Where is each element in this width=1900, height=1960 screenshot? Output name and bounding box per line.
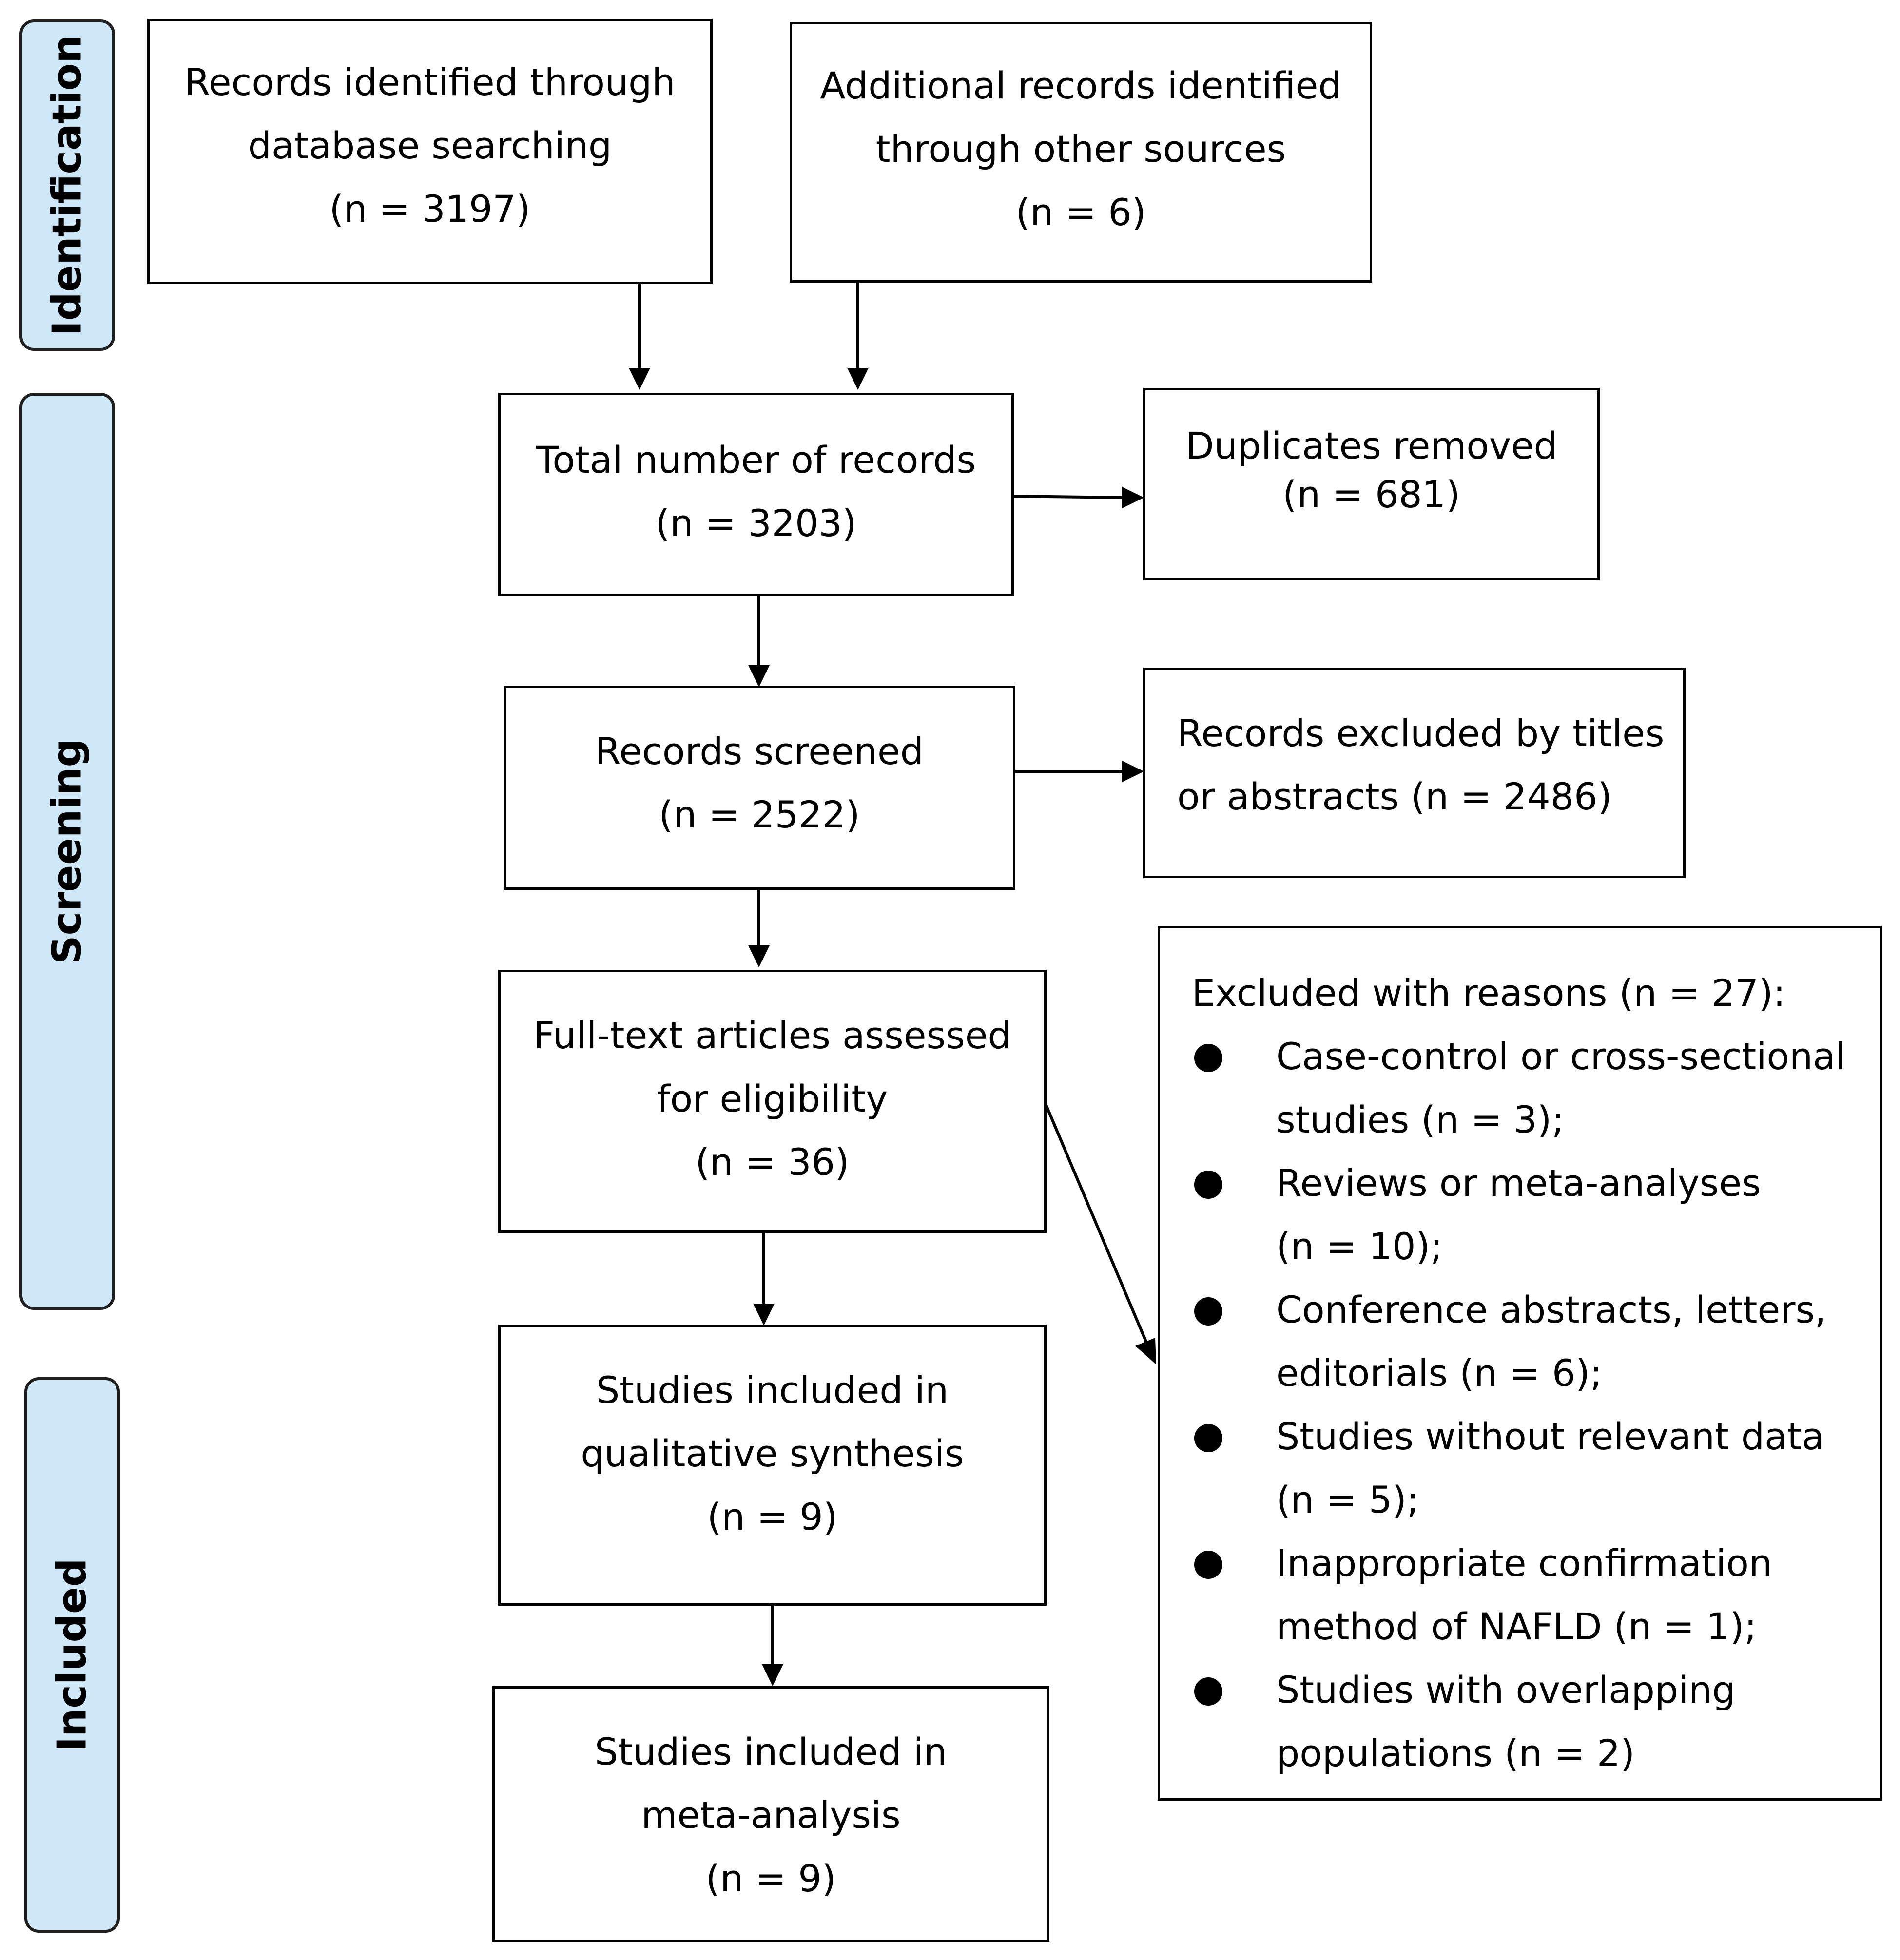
bullet-icon bbox=[1194, 1171, 1222, 1199]
box-other-sources: Additional records identified through ot… bbox=[790, 22, 1372, 283]
database-line1: Records identified through bbox=[184, 60, 676, 104]
meta-line1: Studies included in bbox=[594, 1730, 948, 1773]
box-meta-analysis: Studies included in meta-analysis (n = 9… bbox=[492, 1686, 1049, 1942]
box-records-screened: Records screened (n = 2522) bbox=[504, 686, 1015, 890]
reason-2-line2: (n = 10); bbox=[1276, 1225, 1443, 1268]
duplicates-line1: Duplicates removed bbox=[1185, 424, 1557, 467]
box-total-records: Total number of records (n = 3203) bbox=[498, 393, 1014, 596]
reason-1-line1: Case-control or cross-sectional bbox=[1276, 1035, 1846, 1078]
total-count: (n = 3203) bbox=[655, 501, 857, 545]
other-count: (n = 6) bbox=[1015, 191, 1146, 234]
reason-4-line2: (n = 5); bbox=[1276, 1478, 1419, 1521]
meta-line2: meta-analysis bbox=[641, 1793, 901, 1837]
screened-line1: Records screened bbox=[595, 730, 924, 773]
excluded-titles-line1: Records excluded by titles bbox=[1177, 711, 1665, 755]
screened-count: (n = 2522) bbox=[659, 793, 860, 836]
bullet-icon bbox=[1194, 1044, 1222, 1072]
reason-1-line2: studies (n = 3); bbox=[1276, 1098, 1564, 1141]
fulltext-count: (n = 36) bbox=[695, 1140, 850, 1184]
reason-6-line2: populations (n = 2) bbox=[1276, 1731, 1635, 1775]
arrow-total-to-duplicates bbox=[1013, 495, 1123, 499]
stage-screening: Screening bbox=[19, 393, 115, 1310]
bullet-icon bbox=[1194, 1551, 1222, 1579]
excluded-titles-line2: or abstracts (n = 2486) bbox=[1177, 775, 1612, 818]
box-database-records: Records identified through database sear… bbox=[147, 19, 713, 284]
total-line1: Total number of records bbox=[536, 438, 976, 481]
box-excluded-titles: Records excluded by titles or abstracts … bbox=[1143, 668, 1686, 878]
stage-included: Included bbox=[24, 1377, 120, 1933]
reason-5-line1: Inappropriate confirmation bbox=[1276, 1541, 1773, 1585]
reason-5-line2: method of NAFLD (n = 1); bbox=[1276, 1605, 1757, 1648]
bullet-icon bbox=[1194, 1297, 1222, 1326]
fulltext-line2: for eligibility bbox=[657, 1077, 888, 1120]
box-fulltext-assessed: Full-text articles assessed for eligibil… bbox=[498, 970, 1047, 1233]
qualitative-count: (n = 9) bbox=[707, 1495, 838, 1538]
fulltext-line1: Full-text articles assessed bbox=[533, 1014, 1011, 1057]
reason-2-line1: Reviews or meta-analyses bbox=[1276, 1161, 1761, 1205]
other-line1: Additional records identified bbox=[820, 64, 1342, 107]
bullet-icon bbox=[1194, 1424, 1222, 1452]
box-excluded-reasons: Excluded with reasons (n = 27): Case-con… bbox=[1158, 926, 1882, 1801]
qualitative-line1: Studies included in bbox=[596, 1368, 949, 1412]
stage-identification: Identification bbox=[19, 19, 115, 351]
duplicates-count: (n = 681) bbox=[1282, 473, 1460, 516]
box-qualitative-synthesis: Studies included in qualitative synthesi… bbox=[498, 1325, 1047, 1606]
database-line2: database searching bbox=[248, 124, 612, 167]
arrow-fulltext-to-reasons bbox=[1044, 1103, 1148, 1344]
reason-6-line1: Studies with overlapping bbox=[1276, 1668, 1736, 1711]
excluded-reasons-title: Excluded with reasons (n = 27): bbox=[1192, 971, 1786, 1015]
bullet-icon bbox=[1194, 1677, 1222, 1706]
reason-4-line1: Studies without relevant data bbox=[1276, 1415, 1825, 1458]
other-line2: through other sources bbox=[875, 127, 1286, 171]
reason-3-line2: editorials (n = 6); bbox=[1276, 1351, 1603, 1395]
qualitative-line2: qualitative synthesis bbox=[581, 1432, 964, 1475]
database-count: (n = 3197) bbox=[329, 187, 531, 231]
meta-count: (n = 9) bbox=[705, 1857, 836, 1900]
reason-3-line1: Conference abstracts, letters, bbox=[1276, 1288, 1827, 1331]
box-duplicates-removed: Duplicates removed (n = 681) bbox=[1143, 388, 1600, 580]
